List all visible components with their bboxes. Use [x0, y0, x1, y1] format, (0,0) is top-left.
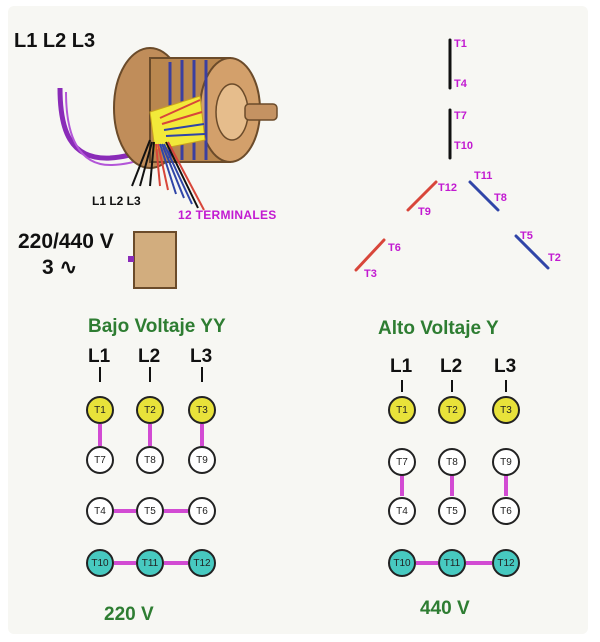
low-node-t2: T2 [136, 396, 164, 424]
supply-lines-label: L1 L2 L3 [14, 30, 96, 52]
high-voltage-wires [400, 380, 508, 565]
pair-label-t8: T8 [494, 192, 507, 204]
high-node-t6: T6 [492, 497, 520, 525]
low-node-t8: T8 [136, 446, 164, 474]
low-voltage-wires [98, 367, 204, 565]
pair-label-t10: T10 [454, 140, 473, 152]
coil-t12-t9 [406, 180, 438, 212]
coil-t6-t3 [354, 238, 386, 272]
low-node-t5: T5 [136, 497, 164, 525]
pair-label-t3: T3 [364, 268, 377, 280]
high-node-t1: T1 [388, 396, 416, 424]
high-voltage-value: 440 V [420, 598, 470, 619]
high-node-t4: T4 [388, 497, 416, 525]
background-panel [8, 6, 588, 634]
high-node-t7: T7 [388, 448, 416, 476]
lead-lines-label: L1 L2 L3 [92, 194, 141, 208]
low-node-t11: T11 [136, 549, 164, 577]
high-line-l1: L1 [390, 356, 413, 377]
pair-label-t7: T7 [454, 110, 467, 122]
pair-label-t1: T1 [454, 38, 467, 50]
low-line-l1: L1 [88, 346, 111, 367]
connection-box [133, 231, 177, 289]
low-node-t6: T6 [188, 497, 216, 525]
motor-shaft [244, 103, 278, 121]
low-node-t9: T9 [188, 446, 216, 474]
low-line-l2: L2 [138, 346, 161, 367]
phase-label: 3 ∿ [42, 256, 78, 279]
coil-pairs [354, 38, 550, 272]
high-node-t9: T9 [492, 448, 520, 476]
coil-t5-t2 [514, 234, 550, 270]
pair-label-t9: T9 [418, 206, 431, 218]
pair-label-t5: T5 [520, 230, 533, 242]
motor-windings [149, 95, 206, 151]
low-node-t7: T7 [86, 446, 114, 474]
low-line-l3: L3 [190, 346, 213, 367]
high-node-t12: T12 [492, 549, 520, 577]
high-line-l2: L2 [440, 356, 463, 377]
low-node-t10: T10 [86, 549, 114, 577]
coil-t11-t8 [468, 180, 500, 212]
pair-label-t11: T11 [474, 170, 493, 182]
pair-label-t4: T4 [454, 78, 467, 90]
high-node-t5: T5 [438, 497, 466, 525]
terminals-caption: 12 TERMINALES [178, 208, 277, 222]
high-node-t3: T3 [492, 396, 520, 424]
pair-label-t6: T6 [388, 242, 401, 254]
high-node-t11: T11 [438, 549, 466, 577]
low-node-t4: T4 [86, 497, 114, 525]
motor-winding-wires [159, 99, 206, 137]
high-line-l3: L3 [494, 356, 517, 377]
high-node-t8: T8 [438, 448, 466, 476]
low-voltage-value: 220 V [104, 604, 154, 625]
high-voltage-title: Alto Voltaje Y [378, 318, 499, 339]
pair-label-t2: T2 [548, 252, 561, 264]
high-node-t10: T10 [388, 549, 416, 577]
high-node-t2: T2 [438, 396, 466, 424]
terminal-leads [131, 139, 205, 211]
voltage-rating: 220/440 V [18, 230, 114, 253]
low-node-t12: T12 [188, 549, 216, 577]
pair-label-t12: T12 [438, 182, 457, 194]
low-node-t3: T3 [188, 396, 216, 424]
low-node-t1: T1 [86, 396, 114, 424]
low-voltage-title: Bajo Voltaje YY [88, 316, 226, 337]
